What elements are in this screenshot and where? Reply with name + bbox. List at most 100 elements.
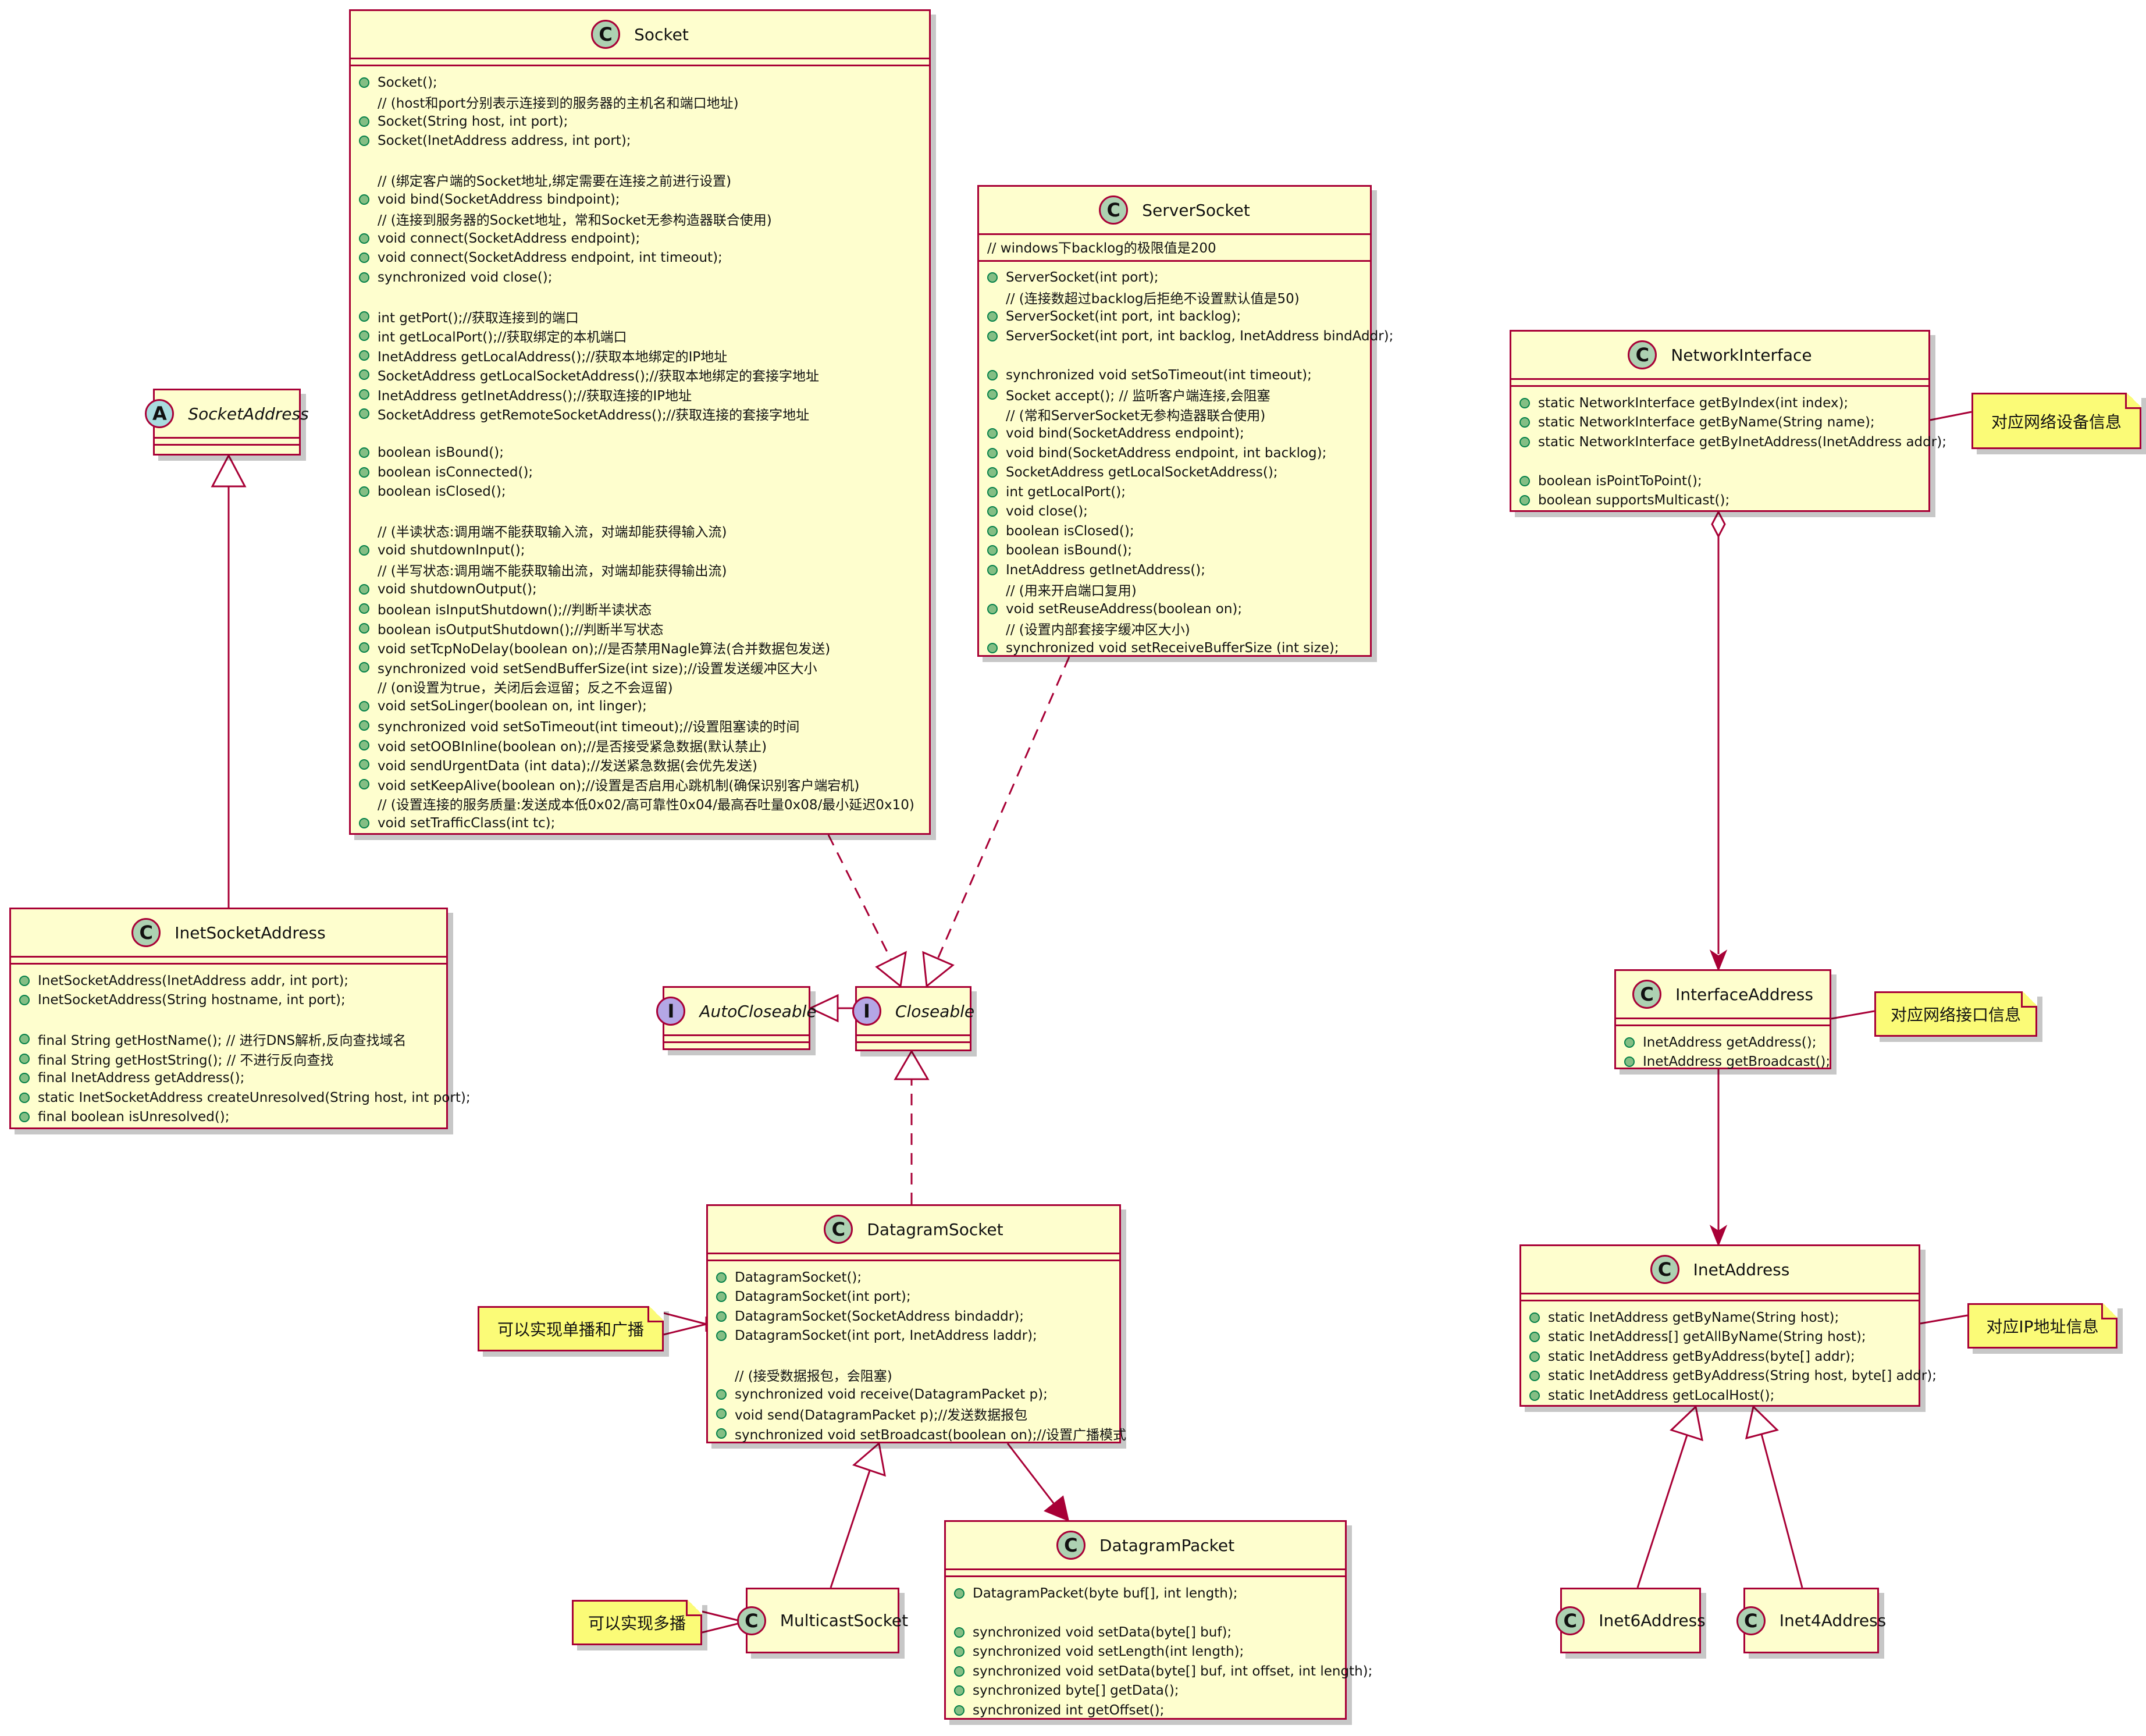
member-text: // (用来开启端口复用) (1006, 584, 1137, 599)
class-kind-icon: C (591, 20, 621, 49)
member-line: Socket(); (351, 73, 929, 93)
class-kind-icon: C (131, 918, 161, 947)
class-header: C InetSocketAddress (11, 909, 446, 956)
public-method-icon (987, 486, 998, 497)
member-text: void setReuseAddress(boolean on); (1006, 601, 1243, 617)
member-text: void close(); (1006, 504, 1088, 520)
member-text: Socket(); (378, 74, 437, 90)
public-method-icon (716, 1311, 727, 1322)
member-line: synchronized int getOffset(); (946, 1701, 1345, 1720)
note-multicast: 可以实现多播 (572, 1600, 702, 1645)
public-method-icon (987, 389, 998, 400)
member-line: Socket accept(); // 监听客户端连接,会阻塞 (979, 385, 1370, 405)
member-line: static InetSocketAddress createUnresolve… (11, 1088, 471, 1108)
note-connector-unicast-broadcast (663, 1312, 707, 1336)
public-method-icon (359, 720, 369, 731)
public-method-icon (359, 311, 369, 322)
comment-line: // (绑定客户端的Socket地址,绑定需要在连接之前进行设置) (351, 170, 929, 190)
member-line: InetAddress getInetAddress();//获取连接的IP地址 (351, 385, 929, 404)
public-method-icon (1529, 1312, 1540, 1323)
member-text: static InetAddress getByName(String host… (1548, 1310, 1839, 1325)
note-connector-network-device (1930, 411, 1972, 421)
public-method-icon (954, 1646, 965, 1657)
member-text: synchronized byte[] getData(); (973, 1683, 1179, 1699)
class-separator (664, 1034, 809, 1036)
comment-line: // (接受数据报包，会阻塞) (708, 1365, 1119, 1385)
member-line: synchronized void close(); (351, 268, 929, 287)
class-separator (708, 1260, 1119, 1261)
member-text: boolean isInputShutdown();//判断半读状态 (378, 603, 652, 618)
comment-line: // (on设置为true，关闭后会逗留；反之不会逗留) (351, 677, 929, 697)
class-members: DatagramPacket(byte buf[], int length); s… (946, 1584, 1372, 1720)
member-line: static InetAddress[] getAllByName(String… (1521, 1328, 1919, 1347)
member-text: Socket(InetAddress address, int port); (378, 133, 631, 149)
member-line: SocketAddress getLocalSocketAddress();//… (351, 365, 929, 385)
member-line: DatagramSocket(int port); (708, 1287, 1119, 1307)
class-separator (1511, 385, 1928, 387)
member-line: static NetworkInterface getByName(String… (1511, 413, 1928, 433)
member-line: static NetworkInterface getByInetAddress… (1511, 432, 1946, 452)
class-members: InetSocketAddress(InetAddress addr, int … (11, 971, 471, 1127)
public-method-icon (359, 622, 369, 634)
member-text: DatagramSocket(SocketAddress bindaddr); (735, 1308, 1024, 1324)
member-line: boolean isOutputShutdown();//判断半写状态 (351, 618, 929, 638)
class-name: AutoCloseable (699, 1001, 817, 1021)
member-line: synchronized byte[] getData(); (946, 1681, 1345, 1701)
member-text: DatagramSocket(int port); (735, 1289, 911, 1305)
member-line: void bind(SocketAddress bindpoint); (351, 190, 929, 209)
public-method-icon (954, 1705, 965, 1716)
comment-line: // (半写状态:调用端不能获取输出流，对端却能获得输出流) (351, 560, 929, 580)
member-line: void bind(SocketAddress endpoint, int ba… (979, 443, 1370, 463)
note-network-device: 对应网络设备信息 (1971, 393, 2141, 449)
member-line: InetAddress getLocalAddress();//获取本地绑定的I… (351, 346, 929, 365)
class-kind-icon: C (1632, 980, 1662, 1009)
public-method-icon (359, 272, 369, 283)
class-kind-icon: C (1628, 340, 1657, 369)
public-method-icon (987, 467, 998, 478)
class-name: ServerSocket (1142, 200, 1250, 220)
public-method-icon (359, 194, 369, 205)
member-line: final String getHostName(); // 进行DNS解析,反… (11, 1030, 446, 1050)
member-text: boolean isClosed(); (378, 484, 506, 500)
public-method-icon (987, 330, 998, 341)
member-text: // (连接到服务器的Socket地址，常和Socket无参构造器联合使用) (378, 213, 772, 229)
public-method-icon (19, 1034, 30, 1045)
edge-networkinterface-interfaceaddress (1709, 510, 1728, 972)
member-gap (351, 287, 929, 307)
public-method-icon (359, 642, 369, 653)
class-separator (1616, 1018, 1830, 1019)
public-method-icon (359, 389, 369, 400)
public-method-icon (359, 700, 369, 712)
public-method-icon (954, 1666, 965, 1677)
member-text: DatagramPacket(byte buf[], int length); (973, 1585, 1238, 1601)
member-text: synchronized void setLength(int length); (973, 1644, 1244, 1660)
public-method-icon (716, 1331, 727, 1342)
member-line: boolean isClosed(); (979, 521, 1370, 541)
class-name: InetSocketAddress (175, 923, 326, 942)
member-line: ServerSocket(int port); (979, 268, 1370, 288)
public-method-icon (359, 584, 369, 595)
class-members: InetAddress getAddress();InetAddress get… (1616, 1033, 1830, 1072)
member-line: boolean isInputShutdown();//判断半读状态 (351, 599, 929, 619)
edge-interfaceaddress-inetaddress (1709, 1069, 1728, 1247)
public-method-icon (359, 545, 369, 556)
member-text: void connect(SocketAddress endpoint); (378, 230, 640, 246)
public-method-icon (19, 975, 30, 986)
